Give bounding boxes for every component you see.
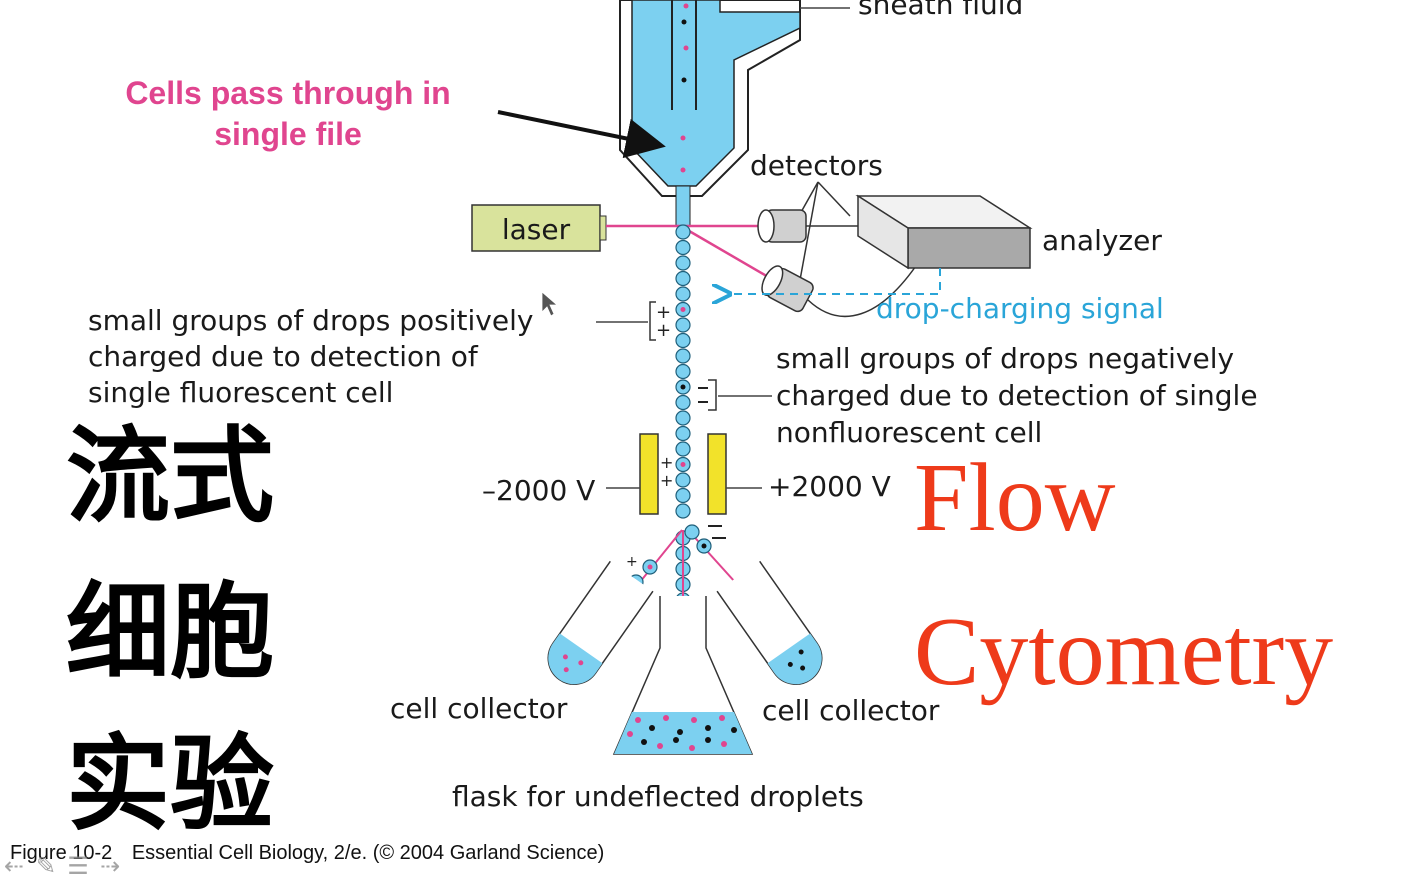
analyzer-label: analyzer [1042,224,1162,257]
negative-drops-label-3: nonfluorescent cell [776,416,1042,449]
slide-prev-icon[interactable]: ⇠ [3,852,25,880]
flask-cell [627,731,633,737]
flask-cell [705,725,711,731]
flask-cell [689,745,695,751]
flask-cell [657,743,663,749]
droplet-cell [680,384,686,390]
droplet [675,425,691,442]
droplet-cell [647,564,653,570]
positive-drops-label-2: charged due to detection of [88,340,479,373]
slide-next-icon[interactable]: ⇢ [99,852,121,880]
chinese-title-3: 实验 [66,722,274,845]
droplet [675,332,691,349]
flask-cell [691,717,697,723]
droplet [675,487,691,504]
flask-label: flask for undeflected droplets [452,780,864,813]
droplet [675,472,691,488]
negative-charge-bracket [698,379,772,411]
figure-source: Essential Cell Biology, 2/e. (© 2004 Gar… [131,842,605,864]
mouse-cursor-icon [541,291,559,317]
flask [612,596,754,755]
flask-cell [705,737,711,743]
flask-cell [649,725,655,731]
drop-charging-signal-label: drop-charging signal [876,292,1164,325]
svg-text:+: + [660,471,673,490]
cell-collector-right-label: cell collector [762,694,940,727]
droplet [675,255,691,271]
menu-icon[interactable]: ☰ [67,852,89,880]
droplet [675,270,691,287]
negative-voltage-label: –2000 V [482,474,595,507]
flask-cell [635,717,641,723]
svg-text:+: + [656,320,671,341]
figure-number: Figure 10-2 [10,842,113,864]
sheath-fluid-label: sheath fluid [858,0,1023,21]
droplet [675,410,691,426]
slide-controls: ⇠ ✎ ☰ ⇢ [0,852,124,880]
laser-label: laser [502,213,571,246]
english-title-2: Cytometry [914,598,1333,706]
negative-drops-label-2: charged due to detection of single [776,379,1258,412]
right-cell-collector [716,560,823,685]
flask-cell [641,739,647,745]
detectors-label: detectors [750,149,883,182]
droplet [675,363,691,380]
positive-drops-label-3: single fluorescent cell [88,376,393,409]
flask-cell [677,729,683,735]
analyzer: analyzer [855,194,1162,270]
chinese-title-2: 细胞 [66,570,274,693]
droplet [684,524,700,540]
flask-cell [731,727,737,733]
negative-drops-label-1: small groups of drops negatively [776,342,1234,375]
positive-voltage-label: +2000 V [768,470,891,503]
droplet [675,503,691,519]
flask-cell [663,715,669,721]
svg-text:+: + [660,453,673,472]
droplet [675,239,691,256]
single-file-label: Cells pass through in [125,75,450,111]
droplet [675,348,691,364]
svg-text:+: + [626,554,638,570]
positive-charge-bracket: + + [596,301,671,341]
droplet-cell [701,543,707,549]
flask-cell [719,715,725,721]
positive-drops-label-1: small groups of drops positively [88,304,533,337]
droplet [675,441,691,457]
chinese-title-1: 流式 [66,414,274,537]
drop-charging-signal: drop-charging signal [728,268,1164,325]
droplet-cell [680,307,686,312]
svg-text:+: + [656,302,671,323]
flask-cell [673,737,679,743]
single-file-label-2: single file [214,116,362,152]
droplet [675,286,691,302]
detectors [757,181,921,318]
figure-caption: Figure 10-2 Essential Cell Biology, 2/e.… [10,842,618,865]
droplet [675,394,691,411]
english-title-1: Flow [914,444,1116,552]
pen-icon[interactable]: ✎ [35,852,57,880]
deflection-plates: + + [606,433,762,515]
droplet-cell [680,462,686,467]
flask-cell [721,741,727,747]
laser: laser [471,204,771,280]
droplet [675,224,691,240]
nozzle-cells [680,3,689,173]
left-cell-collector [547,560,654,685]
single-file-arrow [497,110,666,159]
cell-collector-left-label: cell collector [390,692,568,725]
droplet [675,317,691,333]
